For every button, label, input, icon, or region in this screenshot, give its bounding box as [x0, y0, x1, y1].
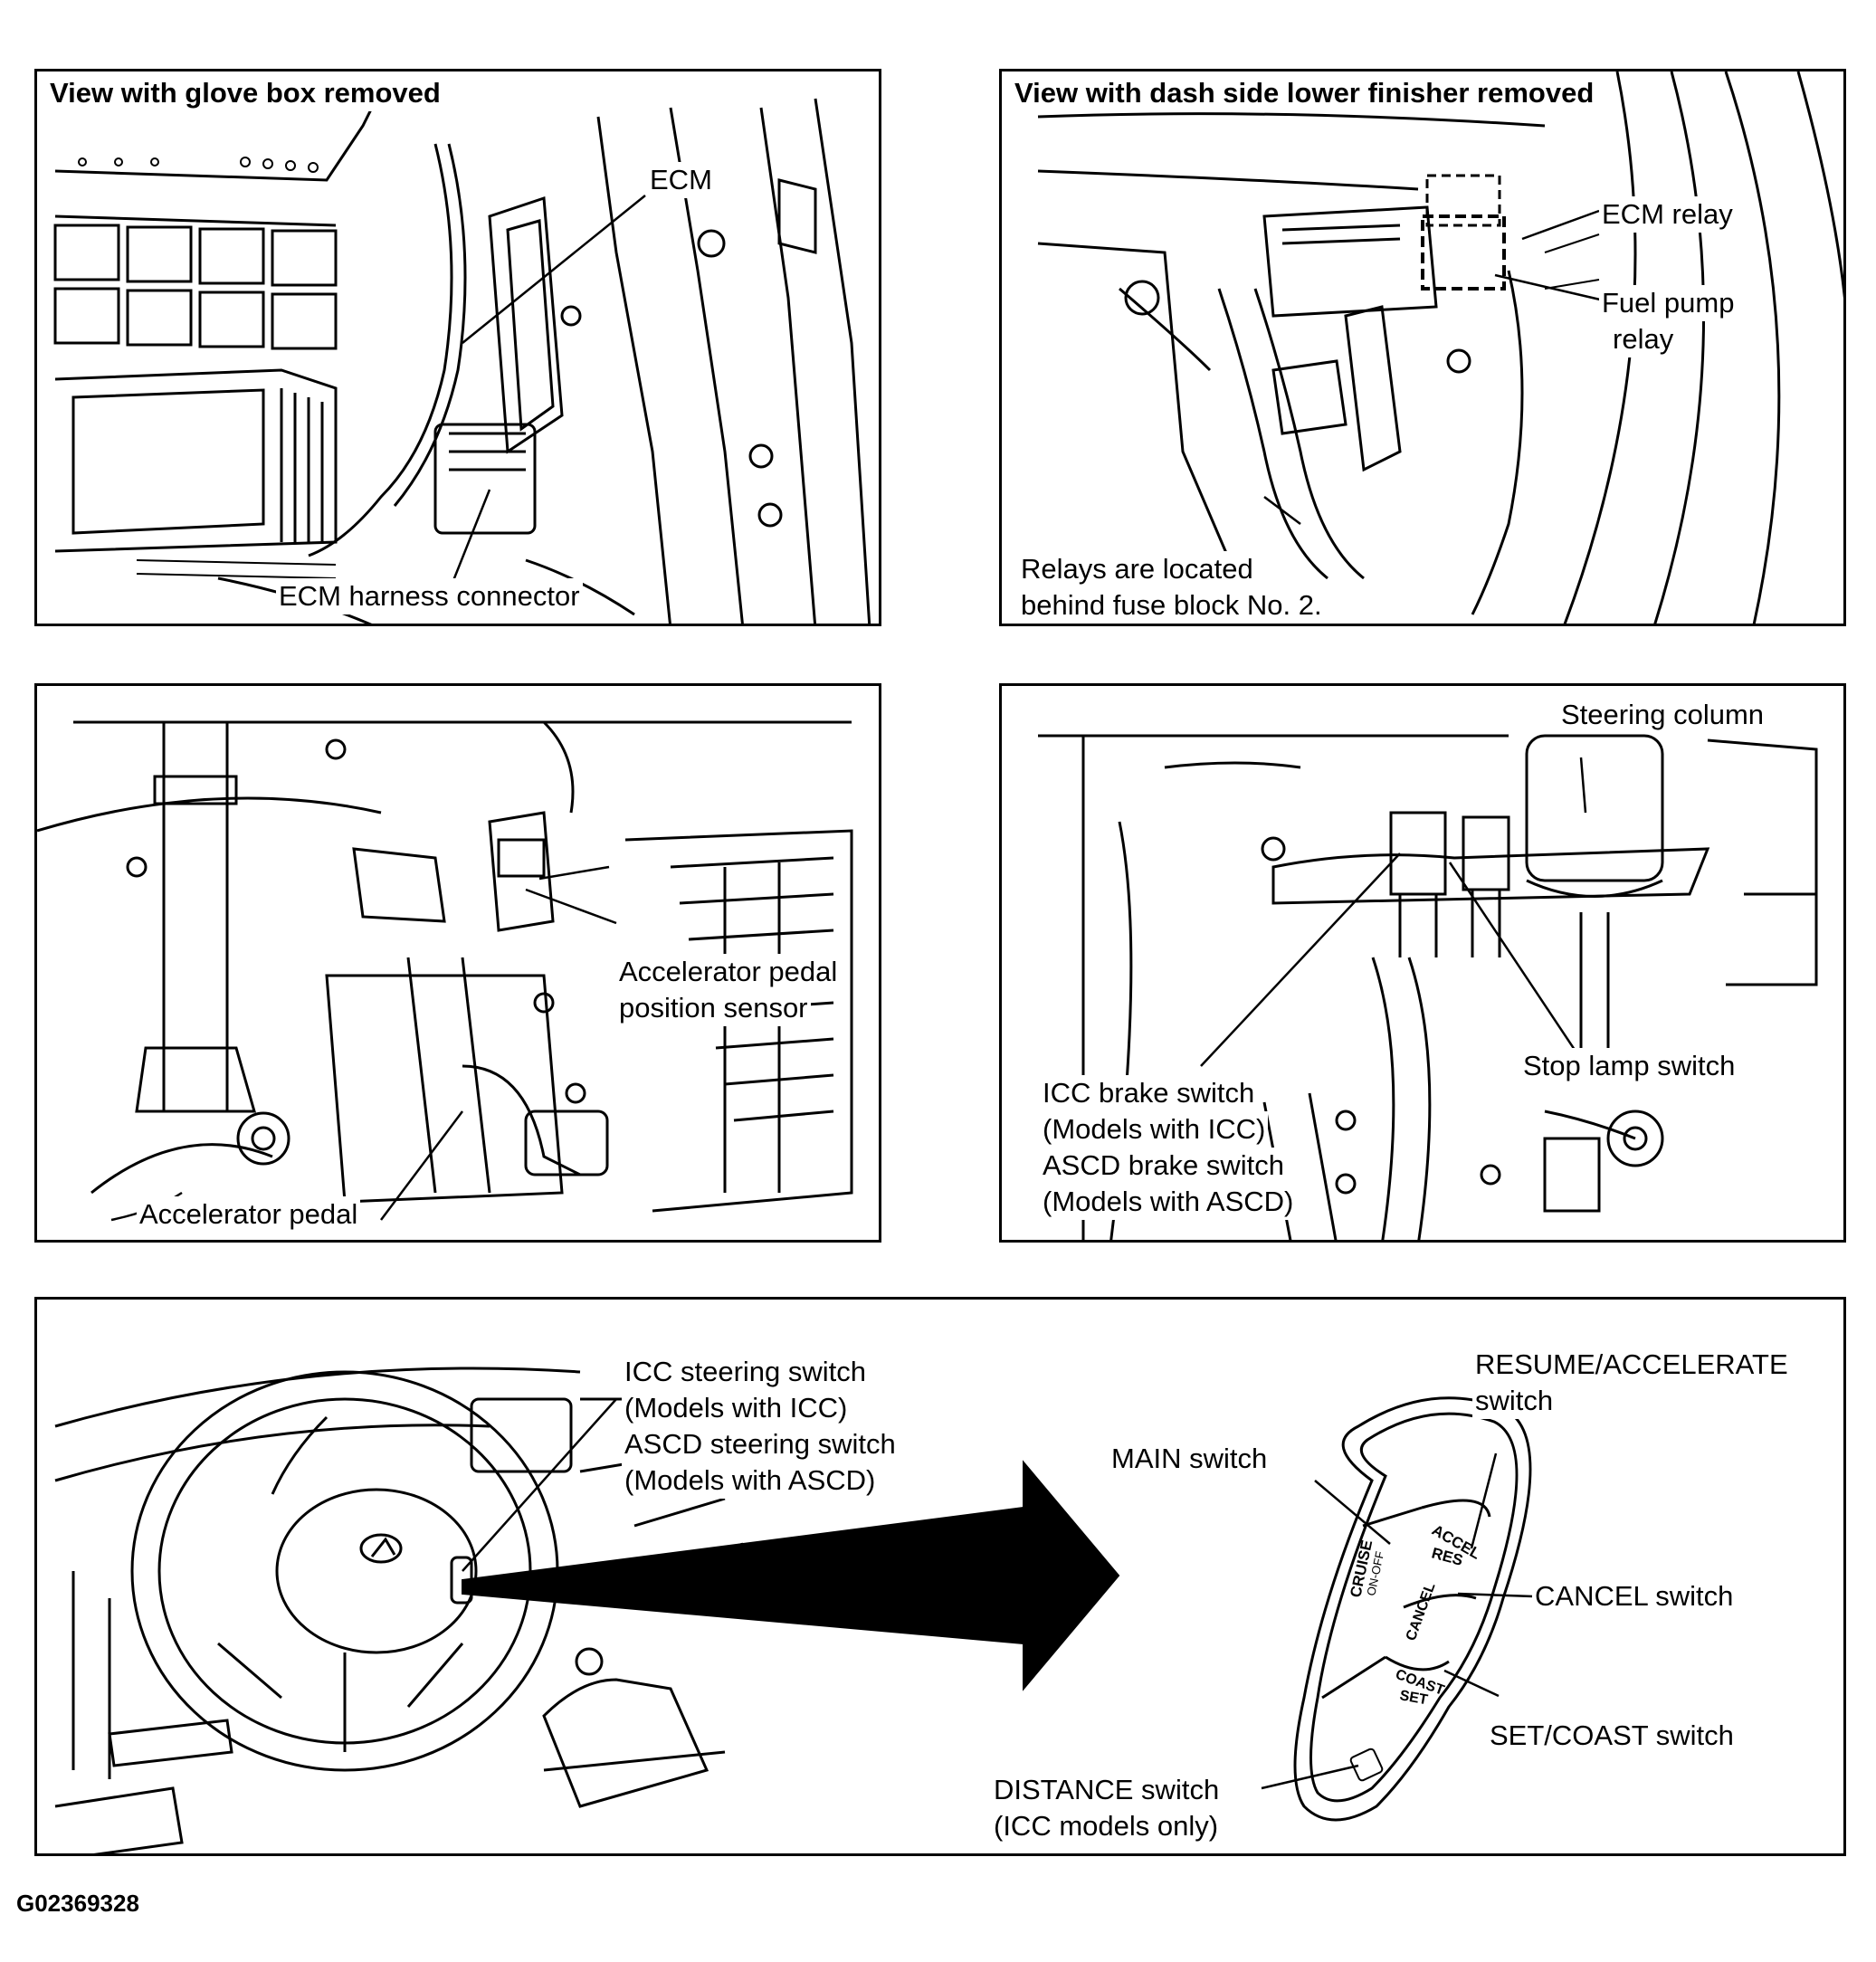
main-switch-label: MAIN switch [1109, 1441, 1271, 1477]
brake-switch-label-line3: ASCD brake switch [1040, 1148, 1288, 1184]
cancel-switch-label: CANCEL switch [1532, 1578, 1737, 1614]
distance-switch-label-line2: (ICC models only) [991, 1808, 1222, 1844]
steering-switch-label-line3: ASCD steering switch [622, 1426, 899, 1462]
relay-location-drawing [1037, 71, 1843, 624]
cancel-button-text: CANCEL [1404, 1581, 1439, 1643]
figure-code: G02369328 [16, 1890, 139, 1917]
relay-location-note-line2: behind fuse block No. 2. [1018, 587, 1325, 624]
steering-switch-label-line2: (Models with ICC) [622, 1390, 851, 1426]
ecm-label: ECM [647, 162, 715, 198]
fuel-pump-relay-label-line1: Fuel pump [1599, 285, 1738, 321]
resume-accelerate-switch-label-line1: RESUME/ACCELERATE [1472, 1347, 1791, 1383]
accelerator-pedal-label: Accelerator pedal [137, 1196, 361, 1233]
panel-title: View with glove box removed [46, 75, 444, 111]
ecm-relay-label: ECM relay [1599, 196, 1736, 233]
fuel-pump-relay-label-line2: relay [1610, 321, 1677, 357]
panel-dash-side-view: View with dash side lower finisher remov… [999, 69, 1846, 626]
set-coast-switch-label: SET/COAST switch [1487, 1718, 1737, 1754]
steering-switch-label-line1: ICC steering switch [622, 1354, 870, 1390]
ecm-location-drawing [53, 89, 871, 624]
stop-lamp-switch-label: Stop lamp switch [1520, 1048, 1738, 1084]
resume-accelerate-switch-label-line2: switch [1472, 1383, 1557, 1419]
panel-steering-column-view: Steering column Stop lamp switch ICC bra… [999, 683, 1846, 1243]
brake-switch-label-line2: (Models with ICC) [1040, 1111, 1269, 1148]
steering-column-label: Steering column [1558, 697, 1767, 733]
distance-switch-label-line1: DISTANCE switch [991, 1772, 1223, 1808]
relay-location-note-line1: Relays are located [1018, 551, 1256, 587]
panel-title: View with dash side lower finisher remov… [1011, 75, 1598, 111]
apps-sensor-label-line1: Accelerator pedal [616, 954, 841, 990]
apps-sensor-label-line2: position sensor [616, 990, 811, 1026]
brake-switch-label-line1: ICC brake switch [1040, 1075, 1258, 1111]
steering-switch-label-line4: (Models with ASCD) [622, 1462, 879, 1499]
set-button-text: SET [1398, 1688, 1429, 1708]
panel-accelerator-pedal-view: Accelerator pedal position sensor Accele… [34, 683, 881, 1243]
ecm-harness-connector-label: ECM harness connector [276, 578, 583, 614]
brake-switch-label-line4: (Models with ASCD) [1040, 1184, 1297, 1220]
pointer-arrow [462, 1460, 1120, 1691]
steering-switch-drawing: CRUISE ON-OFF ACCEL RES CANCEL COAST SET [54, 1367, 1534, 1853]
panel-steering-switch-view: CRUISE ON-OFF ACCEL RES CANCEL COAST SET [34, 1297, 1846, 1856]
panel-glove-box-view: View with glove box removed ECM ECM harn… [34, 69, 881, 626]
